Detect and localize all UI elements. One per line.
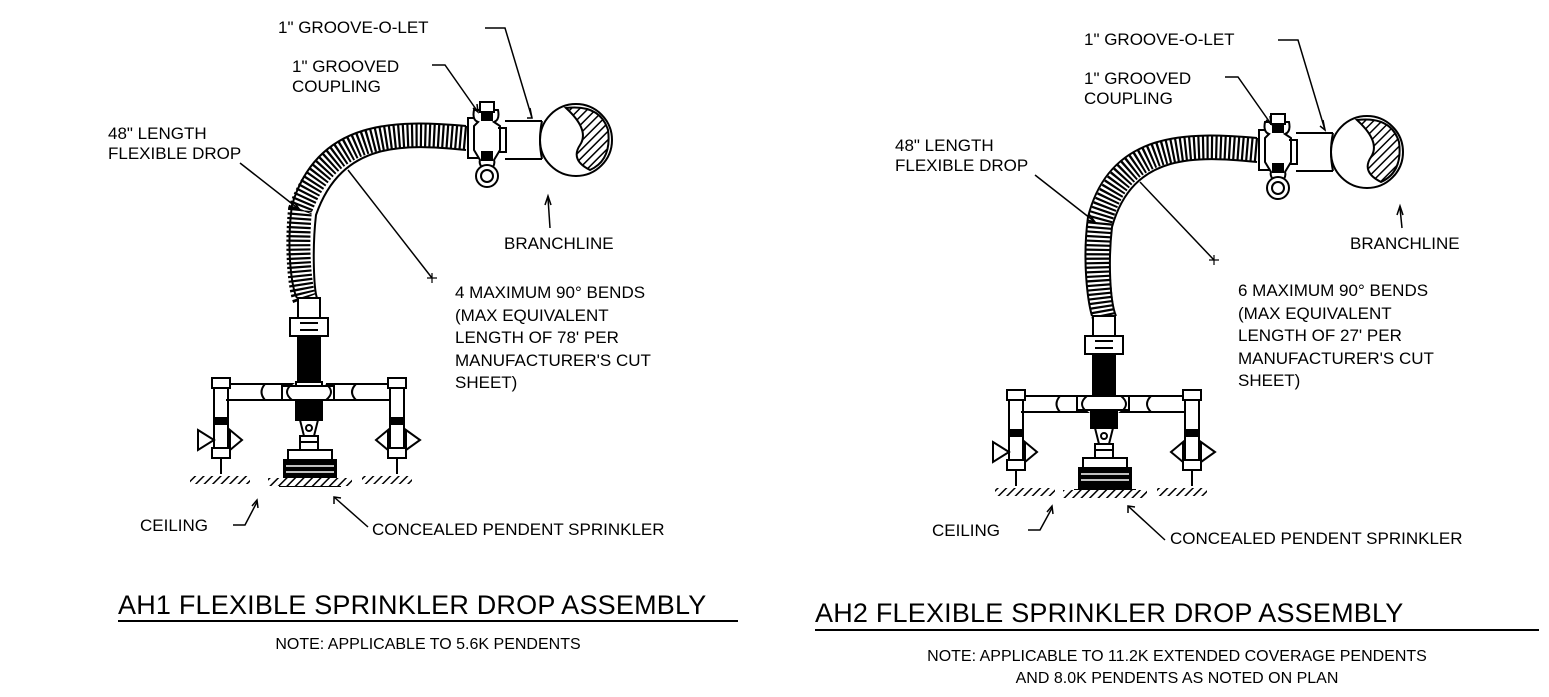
- hose-fitting-stack: [1076, 315, 1130, 459]
- bends-note-label: 6 MAXIMUM 90° BENDS (MAX EQUIVALENT LENG…: [1238, 281, 1434, 390]
- right-bracket: [1169, 389, 1217, 486]
- flexible-drop-label: 48" LENGTH FLEXIBLE DROP: [895, 136, 1029, 175]
- grooved-coupling: [467, 101, 507, 188]
- leader-lines: [1028, 39, 1404, 541]
- right-bracket: [374, 377, 422, 474]
- groove-o-let: [1296, 132, 1334, 172]
- flexible-drop-label: 48" LENGTH FLEXIBLE DROP: [108, 124, 242, 163]
- groove-o-let: [505, 120, 543, 160]
- ceiling-label: CEILING: [932, 521, 1001, 540]
- title-underline: [118, 620, 738, 622]
- branchline-pipe: [1330, 115, 1404, 189]
- branchline-label: BRANCHLINE: [504, 234, 614, 253]
- detail-title-ah2: AH2 FLEXIBLE SPRINKLER DROP ASSEMBLY: [815, 598, 1404, 628]
- flexible-hose: [286, 122, 468, 306]
- ceiling-tiles: [190, 476, 412, 486]
- leader-lines: [233, 27, 552, 528]
- grooved-coupling: [1258, 113, 1298, 200]
- sprinkler-label: CONCEALED PENDENT SPRINKLER: [1170, 529, 1463, 548]
- support-bar: [226, 383, 391, 401]
- detail-note-ah1: NOTE: APPLICABLE TO 5.6K PENDENTS: [275, 636, 581, 653]
- ceiling-tiles: [995, 488, 1207, 498]
- detail-note-ah2: NOTE: APPLICABLE TO 11.2K EXTENDED COVER…: [927, 648, 1427, 687]
- flexible-hose: [1084, 134, 1259, 321]
- grooved-coupling-label: 1" GROOVED COUPLING: [1084, 69, 1192, 108]
- detail-title-ah1: AH1 FLEXIBLE SPRINKLER DROP ASSEMBLY: [118, 590, 707, 620]
- title-underline: [815, 629, 1539, 631]
- left-bracket: [992, 389, 1039, 486]
- groove-o-let-label: 1" GROOVE-O-LET: [1084, 30, 1235, 49]
- groove-o-let-label: 1" GROOVE-O-LET: [278, 18, 429, 37]
- sprinkler-label: CONCEALED PENDENT SPRINKLER: [372, 520, 665, 539]
- ah2-assembly-drawing: [992, 39, 1404, 541]
- left-bracket: [197, 377, 244, 474]
- grooved-coupling-label: 1" GROOVED COUPLING: [292, 57, 400, 96]
- bends-note-label: 4 MAXIMUM 90° BENDS (MAX EQUIVALENT LENG…: [455, 283, 651, 392]
- hose-fitting-stack: [281, 297, 335, 451]
- branchline-label: BRANCHLINE: [1350, 234, 1460, 253]
- ah1-assembly-drawing: [190, 27, 613, 528]
- support-bar: [1021, 395, 1186, 413]
- branchline-pipe: [539, 103, 613, 177]
- ceiling-label: CEILING: [140, 516, 209, 535]
